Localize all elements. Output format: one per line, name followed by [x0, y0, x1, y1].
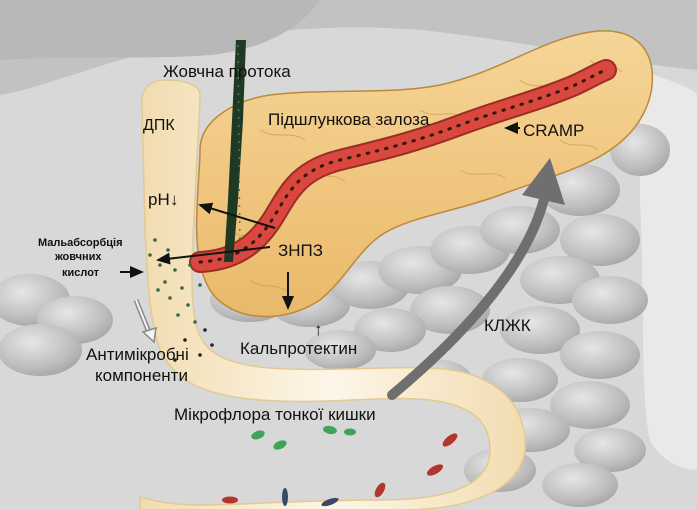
label-antimicrobial-1: Антимікробні	[86, 345, 189, 364]
label-microflora: Мікрофлора тонкої кишки	[174, 405, 376, 424]
label-cramp: CRAMP	[523, 121, 584, 140]
label-calprotectin-arrow: ↑	[314, 320, 323, 339]
label-duodenum: ДПК	[143, 117, 175, 134]
label-pancreas: Підшлункова залоза	[268, 110, 430, 129]
label-calprotectin: Кальпротектин	[240, 339, 357, 358]
label-kldzk: КЛЖК	[484, 316, 531, 335]
label-malabsorption-1: Мальабсорбція	[38, 237, 123, 249]
label-ph: pH	[148, 190, 170, 209]
label-malabsorption-2: жовчних	[54, 251, 102, 263]
label-malabsorption-3: кислот	[62, 267, 100, 279]
label-ph-arrow: ↓	[170, 190, 179, 209]
label-antimicrobial-2: компоненти	[95, 366, 188, 385]
label-bile-duct: Жовчна протока	[163, 62, 291, 81]
label-zpz: ЗНПЗ	[278, 241, 323, 260]
